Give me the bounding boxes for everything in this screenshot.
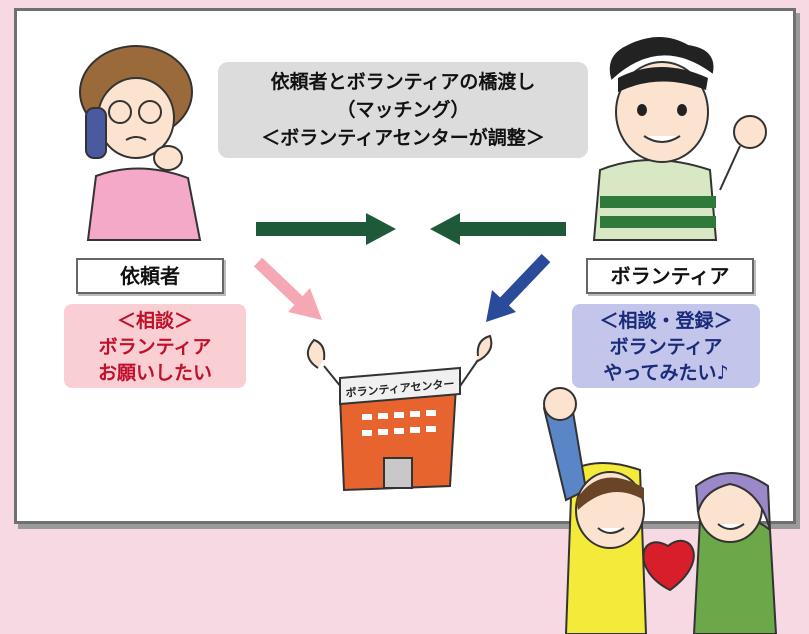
pink-arrow xyxy=(253,257,322,320)
requester-label: 依頼者 xyxy=(76,258,224,294)
requester-bubble-line1: ＜相談＞ xyxy=(116,310,193,332)
green-arrow-right xyxy=(256,213,396,245)
volunteer-man-illustration xyxy=(592,37,767,241)
volunteer-bubble-line1: ＜相談・登録＞ xyxy=(599,310,733,332)
volunteer-couple-illustration xyxy=(542,387,778,634)
matching-title-box: 依頼者とボランティアの橋渡し （マッチング） ＜ボランティアセンターが調整＞ xyxy=(218,62,588,158)
volunteer-bubble-line2: ボランティア xyxy=(609,336,723,358)
matching-title-line2: （マッチング） xyxy=(336,99,470,121)
volunteer-label: ボランティア xyxy=(586,258,754,294)
requester-bubble: ＜相談＞ ボランティア お願いしたい xyxy=(64,304,246,388)
matching-title-line3: ＜ボランティアセンターが調整＞ xyxy=(261,127,545,149)
volunteer-center-building xyxy=(307,334,493,492)
green-arrow-left xyxy=(430,213,566,245)
blue-arrow xyxy=(486,253,551,322)
volunteer-bubble: ＜相談・登録＞ ボランティア やってみたい♪ xyxy=(572,304,760,388)
volunteer-bubble-line3: やってみたい♪ xyxy=(603,362,729,384)
requester-woman-illustration xyxy=(79,45,202,241)
matching-title-line1: 依頼者とボランティアの橋渡し xyxy=(270,71,536,93)
requester-bubble-line3: お願いしたい xyxy=(97,362,212,384)
requester-bubble-line2: ボランティア xyxy=(98,336,212,358)
